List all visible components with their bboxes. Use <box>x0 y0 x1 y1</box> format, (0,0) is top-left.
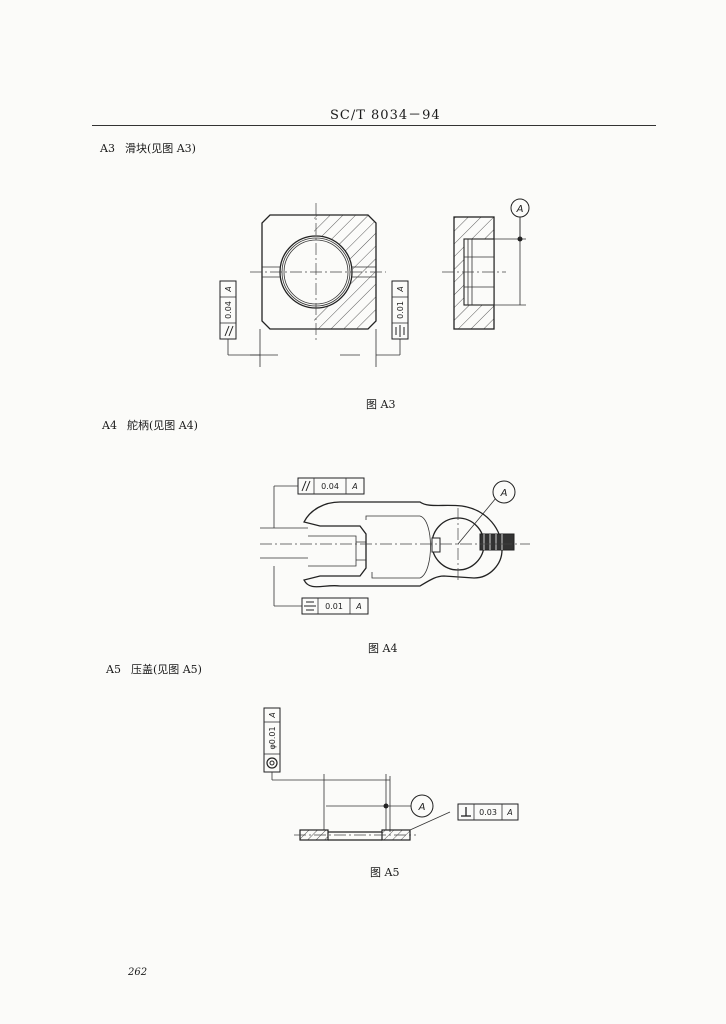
symmetry-icon <box>395 325 405 337</box>
parallelism-icon <box>301 480 311 492</box>
page-header: SC/T 8034－94 <box>0 104 726 128</box>
figure-caption-a5: 图 A5 <box>370 866 400 879</box>
tolerance-frame-bottom: 0.01 A <box>273 566 369 615</box>
figure-a3-drawing: A 0.04 A 0.01 A <box>219 198 530 367</box>
section-heading-a5: A5 压盖(见图 A5) <box>106 661 202 677</box>
section-title: 压盖(见图 A5) <box>130 663 202 676</box>
datum-letter: A <box>418 802 426 813</box>
section-heading-a3: A3 滑块(见图 A3) <box>100 140 196 156</box>
header-rule <box>92 125 656 126</box>
datum-ref: A <box>355 602 361 611</box>
slider-front-view <box>250 203 386 367</box>
datum-a-balloon: A <box>386 794 434 818</box>
tolerance-frame-coax: φ0.01 A <box>263 707 391 832</box>
tolerance-frame-right: 0.01 A <box>376 280 409 356</box>
datum-ref: A <box>268 712 277 718</box>
section-number: A3 <box>100 142 115 155</box>
tolerance-frame-perp: 0.03 A <box>409 803 519 831</box>
perpendicularity-icon <box>461 807 471 817</box>
parallelism-icon <box>224 325 234 337</box>
section-heading-a4: A4 舵柄(见图 A4) <box>102 417 198 433</box>
figure-caption-a4: 图 A4 <box>368 642 398 655</box>
section-number: A5 <box>106 663 121 676</box>
standard-code: SC/T 8034－94 <box>330 108 441 123</box>
section-title: 滑块(见图 A3) <box>124 142 196 155</box>
datum-letter: A <box>516 204 524 215</box>
datum-letter: A <box>500 488 508 499</box>
datum-a-balloon: A <box>510 198 530 239</box>
tiller-outline <box>260 501 530 588</box>
tolerance-value: 0.01 <box>396 301 405 319</box>
tolerance-value: φ0.01 <box>268 726 277 749</box>
page-number: 262 <box>128 967 148 978</box>
tolerance-frame-top: 0.04 A <box>273 477 365 528</box>
datum-ref: A <box>506 808 512 817</box>
symmetry-icon <box>304 601 316 611</box>
coaxiality-icon <box>266 757 278 769</box>
gland-section <box>294 774 416 841</box>
figure-a5-drawing: φ0.01 A A 0.03 A <box>263 707 519 841</box>
slider-side-section <box>442 216 526 330</box>
tolerance-value: 0.04 <box>224 301 233 319</box>
tolerance-frame-left: 0.04 A <box>219 280 260 356</box>
tolerance-value: 0.04 <box>321 482 339 491</box>
figure-a4-drawing: 0.04 A A 0 <box>260 477 530 615</box>
section-title: 舵柄(见图 A4) <box>126 419 198 432</box>
tolerance-value: 0.01 <box>325 602 343 611</box>
datum-ref: A <box>224 286 233 292</box>
tolerance-value: 0.03 <box>479 808 497 817</box>
datum-a-balloon: A <box>457 480 516 545</box>
datum-ref: A <box>351 482 357 491</box>
datum-ref: A <box>396 286 405 292</box>
section-number: A4 <box>102 419 117 432</box>
figure-caption-a3: 图 A3 <box>366 398 396 411</box>
